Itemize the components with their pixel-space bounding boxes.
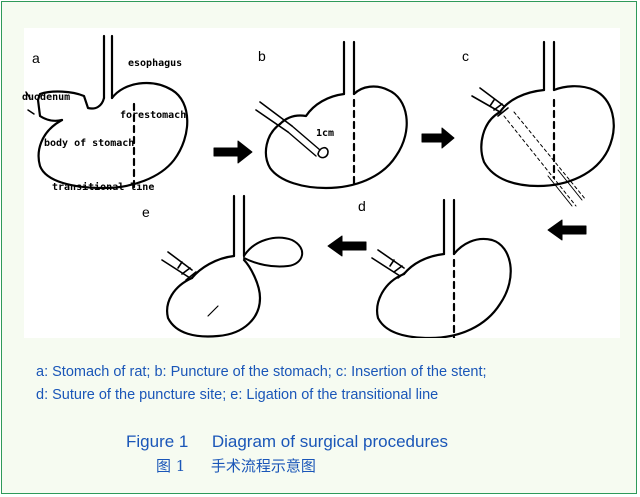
panel-a-letter: a: [32, 50, 40, 66]
figure-title-cn-text: 手术流程示意图: [211, 455, 316, 476]
figure-title-en: Figure 1 Diagram of surgical procedures: [126, 432, 448, 452]
caption-line-2: d: Suture of the puncture site; e: Ligat…: [36, 387, 438, 403]
duodenum-label: duodenum: [22, 92, 70, 103]
transitional-line-label: transitional line: [52, 182, 154, 193]
arrow-b-to-c: [422, 128, 454, 148]
panel-d-stomach: [372, 200, 511, 338]
forestomach-label: forestomach: [120, 110, 186, 121]
panel-d-letter: d: [358, 198, 366, 214]
esophagus-label: esophagus: [128, 58, 182, 69]
diagram-area: a b c d e esophagus duodenum forestomach…: [24, 28, 620, 338]
panel-b-stomach: [256, 42, 407, 188]
arrow-c-to-d: [548, 220, 586, 240]
caption-line-1: a: Stomach of rat; b: Puncture of the st…: [36, 364, 487, 380]
figure-title-en-text: Diagram of surgical procedures: [212, 432, 448, 452]
arrow-a-to-b: [214, 141, 252, 163]
one-cm-label: 1cm: [316, 128, 334, 139]
panel-e-stomach: [162, 196, 302, 336]
figure-title-cn-label: 图 1: [156, 455, 185, 476]
body-of-stomach-label: body of stomach: [44, 138, 134, 149]
panel-c-letter: c: [462, 48, 469, 64]
figure-title-cn: 图 1 手术流程示意图: [156, 455, 316, 476]
panel-b-letter: b: [258, 48, 266, 64]
figure-title-en-label: Figure 1: [126, 432, 188, 452]
arrow-d-to-e: [328, 236, 366, 256]
panel-e-letter: e: [142, 204, 150, 220]
panel-c-stomach: [472, 42, 614, 206]
